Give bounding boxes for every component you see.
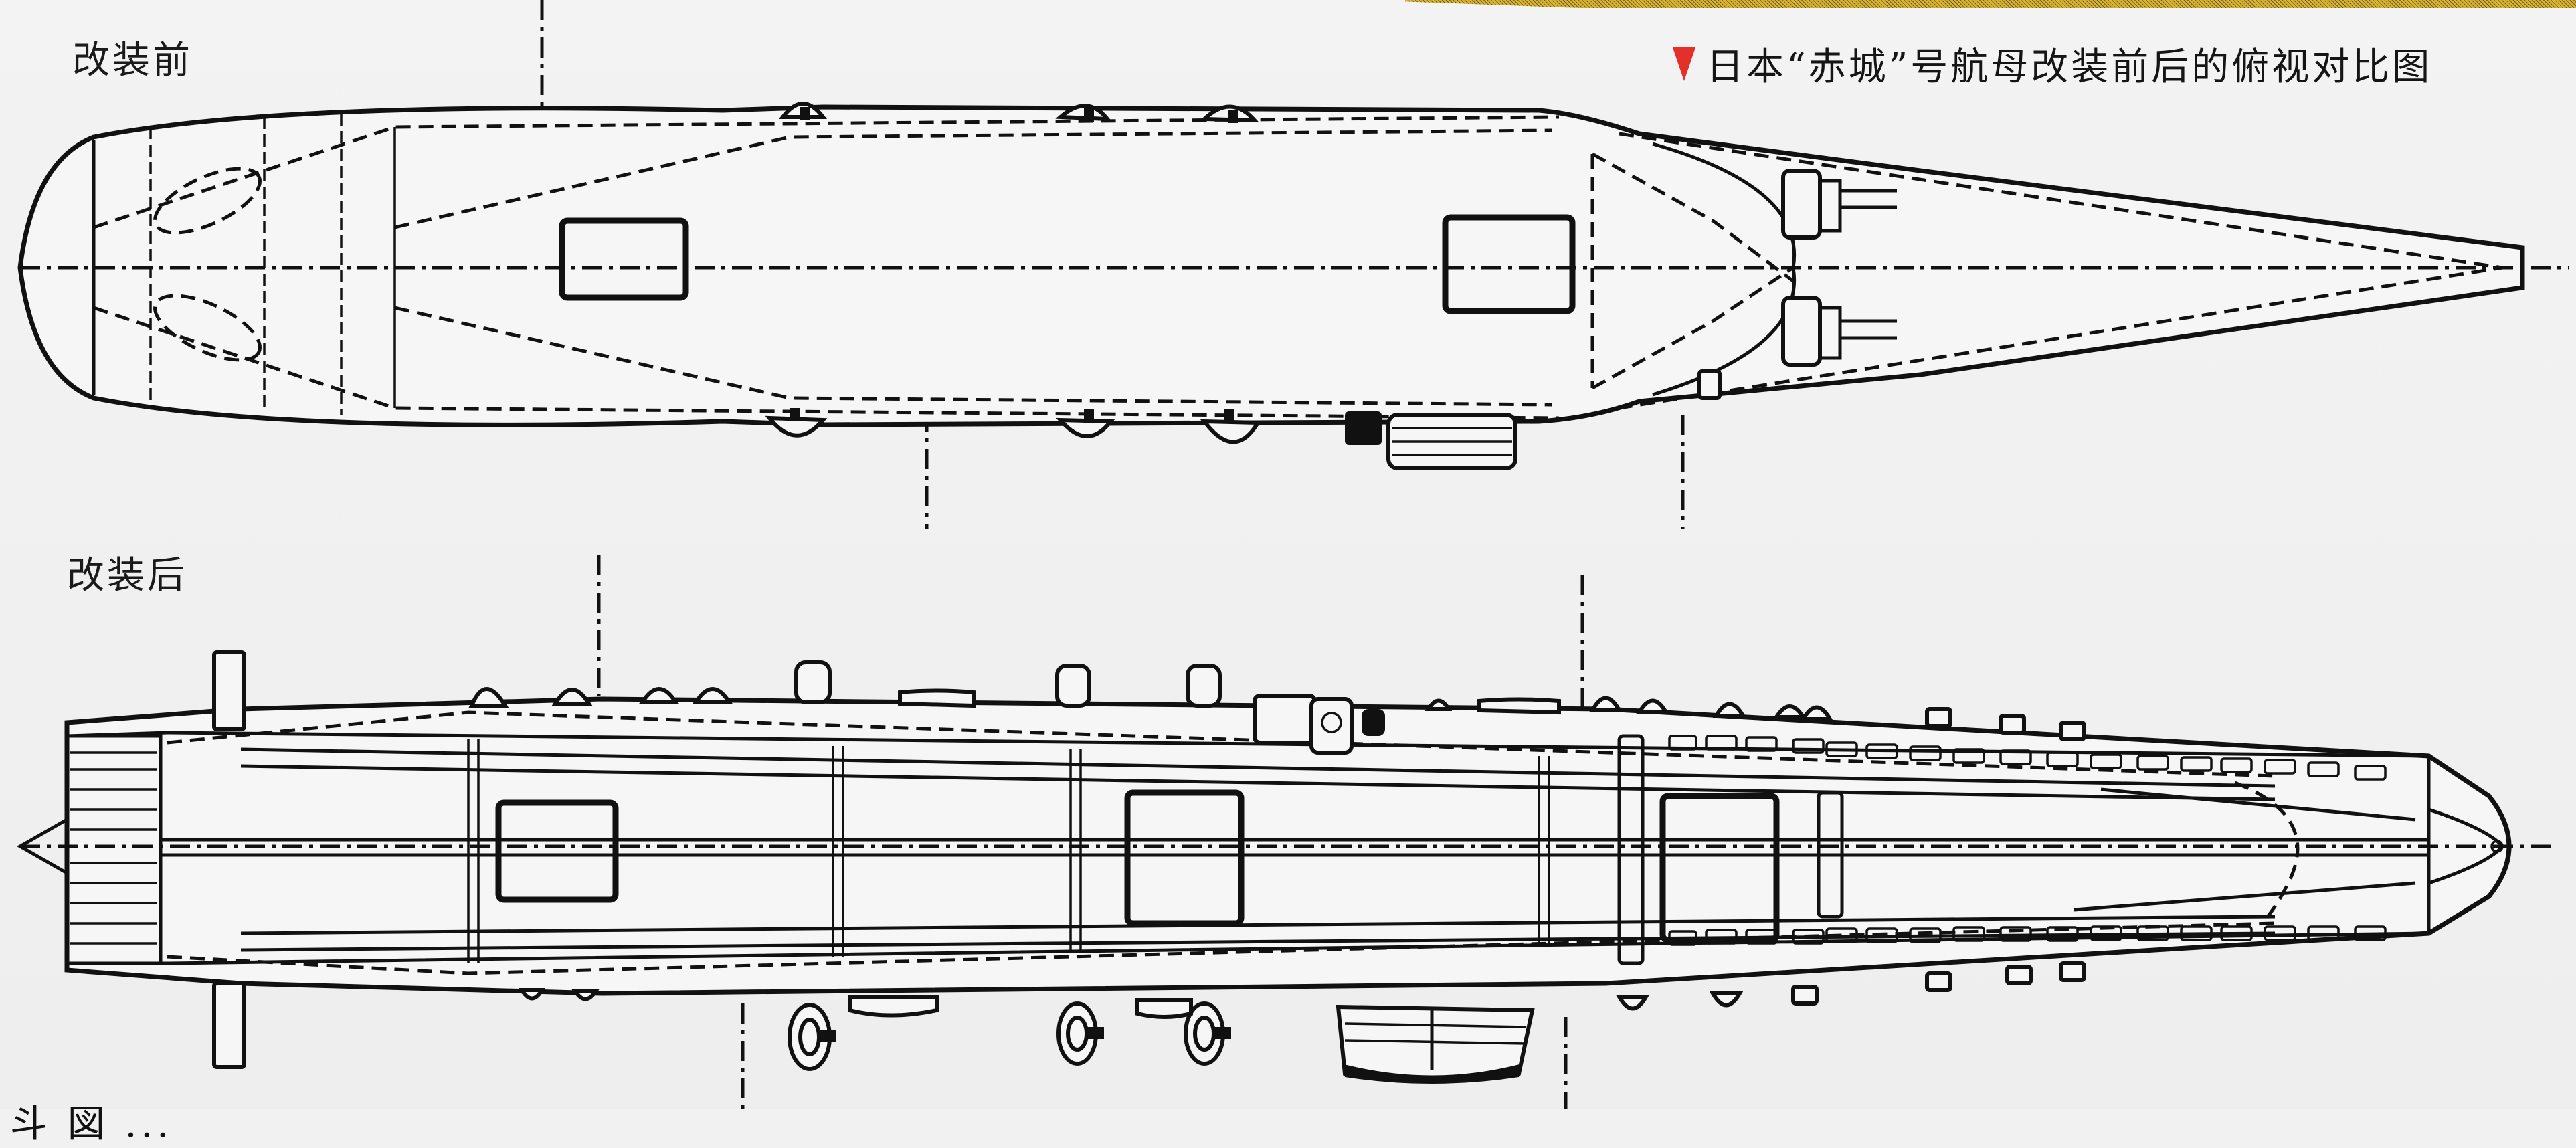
figure-caption: 日本“赤城”号航母改装前后的俯视对比图 bbox=[1673, 37, 2432, 91]
forward-deck-tiles-port bbox=[1668, 735, 2387, 781]
decorative-gold-band bbox=[1405, 0, 2576, 8]
twin-turret-port bbox=[1781, 169, 1897, 240]
label-after-conversion: 改装后 bbox=[67, 554, 187, 597]
side-sponsons-port bbox=[778, 102, 1259, 123]
deck-line bbox=[93, 115, 1560, 229]
deck-transverse-lines bbox=[467, 739, 1550, 963]
elevator-mid bbox=[1124, 789, 1245, 927]
crash-barrier bbox=[1617, 734, 1645, 965]
port-aa-sponsons bbox=[468, 660, 2086, 741]
lower-deck-line bbox=[394, 128, 1553, 229]
funnel bbox=[1336, 1004, 1535, 1084]
starboard-aa-sponsons bbox=[518, 961, 2086, 1071]
label-before-conversion: 改装前 bbox=[72, 39, 193, 82]
forward-deck-tiles-starboard bbox=[1668, 925, 2387, 946]
stern-mast-starboard bbox=[212, 981, 246, 1069]
ship-after-plan bbox=[16, 555, 2556, 1109]
forecastle-curve bbox=[2234, 781, 2300, 925]
carrier-plan-drawings bbox=[16, 0, 2569, 1109]
ship-before-plan bbox=[17, 0, 2569, 529]
jackstaff bbox=[2490, 840, 2504, 853]
footer-partial-text: 斗 図 ... bbox=[10, 1103, 173, 1146]
elevator-aft bbox=[559, 217, 689, 301]
twin-turret-starboard bbox=[1781, 296, 1897, 367]
stern-mast-port bbox=[212, 650, 246, 731]
side-sponsons-starboard bbox=[765, 408, 1262, 444]
crash-barrier bbox=[1817, 791, 1844, 919]
caption-text: 日本“赤城”号航母改装前后的俯视对比图 bbox=[1706, 45, 2433, 89]
bollard bbox=[1697, 369, 1722, 400]
red-triangle-icon bbox=[1673, 47, 1695, 81]
stern-slats bbox=[70, 751, 157, 945]
lower-deck-line bbox=[394, 306, 1553, 407]
funnel-trunk bbox=[1345, 411, 1517, 470]
deck-line bbox=[93, 306, 1560, 420]
stern-ramp bbox=[65, 734, 163, 965]
forecastle-curve bbox=[1652, 142, 1796, 397]
elevator-aft bbox=[495, 799, 619, 903]
island-superstructure bbox=[1253, 694, 1453, 755]
elevator-forward bbox=[1442, 214, 1576, 314]
